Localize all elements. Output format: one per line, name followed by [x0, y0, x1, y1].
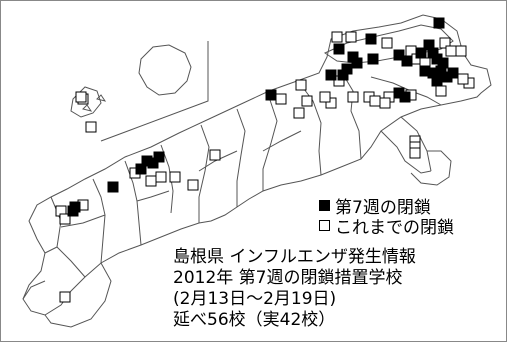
previous-closure-marker — [319, 91, 331, 103]
previous-closure-marker — [345, 31, 357, 43]
previous-closure-marker — [457, 73, 469, 85]
this-week-closure-marker — [67, 205, 79, 217]
filled-square-icon — [319, 200, 330, 211]
this-week-closure-marker — [367, 53, 379, 65]
municipal-boundaries — [22, 70, 442, 300]
previous-closure-marker — [301, 95, 313, 107]
closure-markers — [55, 17, 475, 303]
caption: 島根県 インフルエンザ発生情報 2012年 第7週の閉鎖措置学校 (2月13日～… — [173, 247, 416, 331]
dozen-islands — [70, 86, 102, 118]
previous-closure-marker — [445, 45, 457, 57]
previous-closure-marker — [347, 91, 359, 103]
this-week-closure-marker — [401, 55, 413, 67]
this-week-closure-marker — [435, 65, 447, 77]
this-week-closure-marker — [153, 151, 165, 163]
previous-closure-marker — [169, 171, 181, 183]
previous-closure-marker — [59, 213, 71, 225]
previous-closure-marker — [187, 179, 199, 191]
previous-closure-marker — [369, 95, 381, 107]
caption-week: 2012年 第7週の閉鎖措置学校 — [173, 268, 403, 288]
this-week-closure-marker — [415, 47, 427, 59]
this-week-closure-marker — [107, 181, 119, 193]
this-week-closure-marker — [399, 91, 411, 103]
empty-square-icon — [319, 220, 330, 231]
this-week-closure-marker — [365, 33, 377, 45]
inset-divider-line — [100, 41, 209, 142]
mainland-outline — [22, 14, 492, 316]
previous-closure-marker — [209, 149, 221, 161]
this-week-closure-marker — [393, 49, 405, 61]
previous-closure-marker — [275, 93, 287, 105]
caption-title: 島根県 インフルエンザ発生情報 — [173, 247, 416, 267]
this-week-closure-marker — [135, 163, 147, 175]
legend-previous: これまでの閉鎖 — [319, 213, 454, 238]
this-week-closure-marker — [431, 75, 443, 87]
legend-previous-label: これまでの閉鎖 — [335, 218, 454, 238]
legend-this-week-label: 第7週の閉鎖 — [335, 198, 431, 218]
this-week-closure-marker — [337, 69, 349, 81]
caption-period: (2月13日～2月19日) — [173, 289, 337, 309]
this-week-closure-marker — [447, 67, 459, 79]
previous-closure-marker — [435, 85, 447, 97]
previous-closure-marker — [75, 91, 87, 103]
dogo-island — [138, 44, 192, 96]
this-week-closure-marker — [333, 43, 345, 55]
previous-closure-marker — [155, 171, 167, 183]
previous-closure-marker — [381, 37, 393, 49]
previous-closure-marker — [295, 79, 307, 91]
this-week-closure-marker — [147, 157, 159, 169]
previous-closure-marker — [455, 45, 467, 57]
legend-this-week: 第7週の閉鎖 — [319, 193, 431, 218]
previous-closure-marker — [85, 121, 97, 133]
previous-closure-marker — [331, 31, 343, 43]
this-week-closure-marker — [325, 69, 337, 81]
mainland — [22, 14, 492, 328]
previous-closure-marker — [59, 291, 71, 303]
this-week-closure-marker — [265, 89, 277, 101]
this-week-closure-marker — [351, 57, 363, 69]
previous-closure-marker — [379, 97, 391, 109]
this-week-closure-marker — [433, 17, 445, 29]
caption-total: 延べ56校（実42校） — [173, 310, 336, 330]
previous-closure-marker — [293, 107, 305, 119]
previous-closure-marker — [325, 97, 337, 109]
previous-closure-marker — [409, 147, 421, 159]
previous-closure-marker — [439, 37, 451, 49]
oki-islands-inset — [70, 41, 209, 142]
previous-closure-marker — [145, 175, 157, 187]
